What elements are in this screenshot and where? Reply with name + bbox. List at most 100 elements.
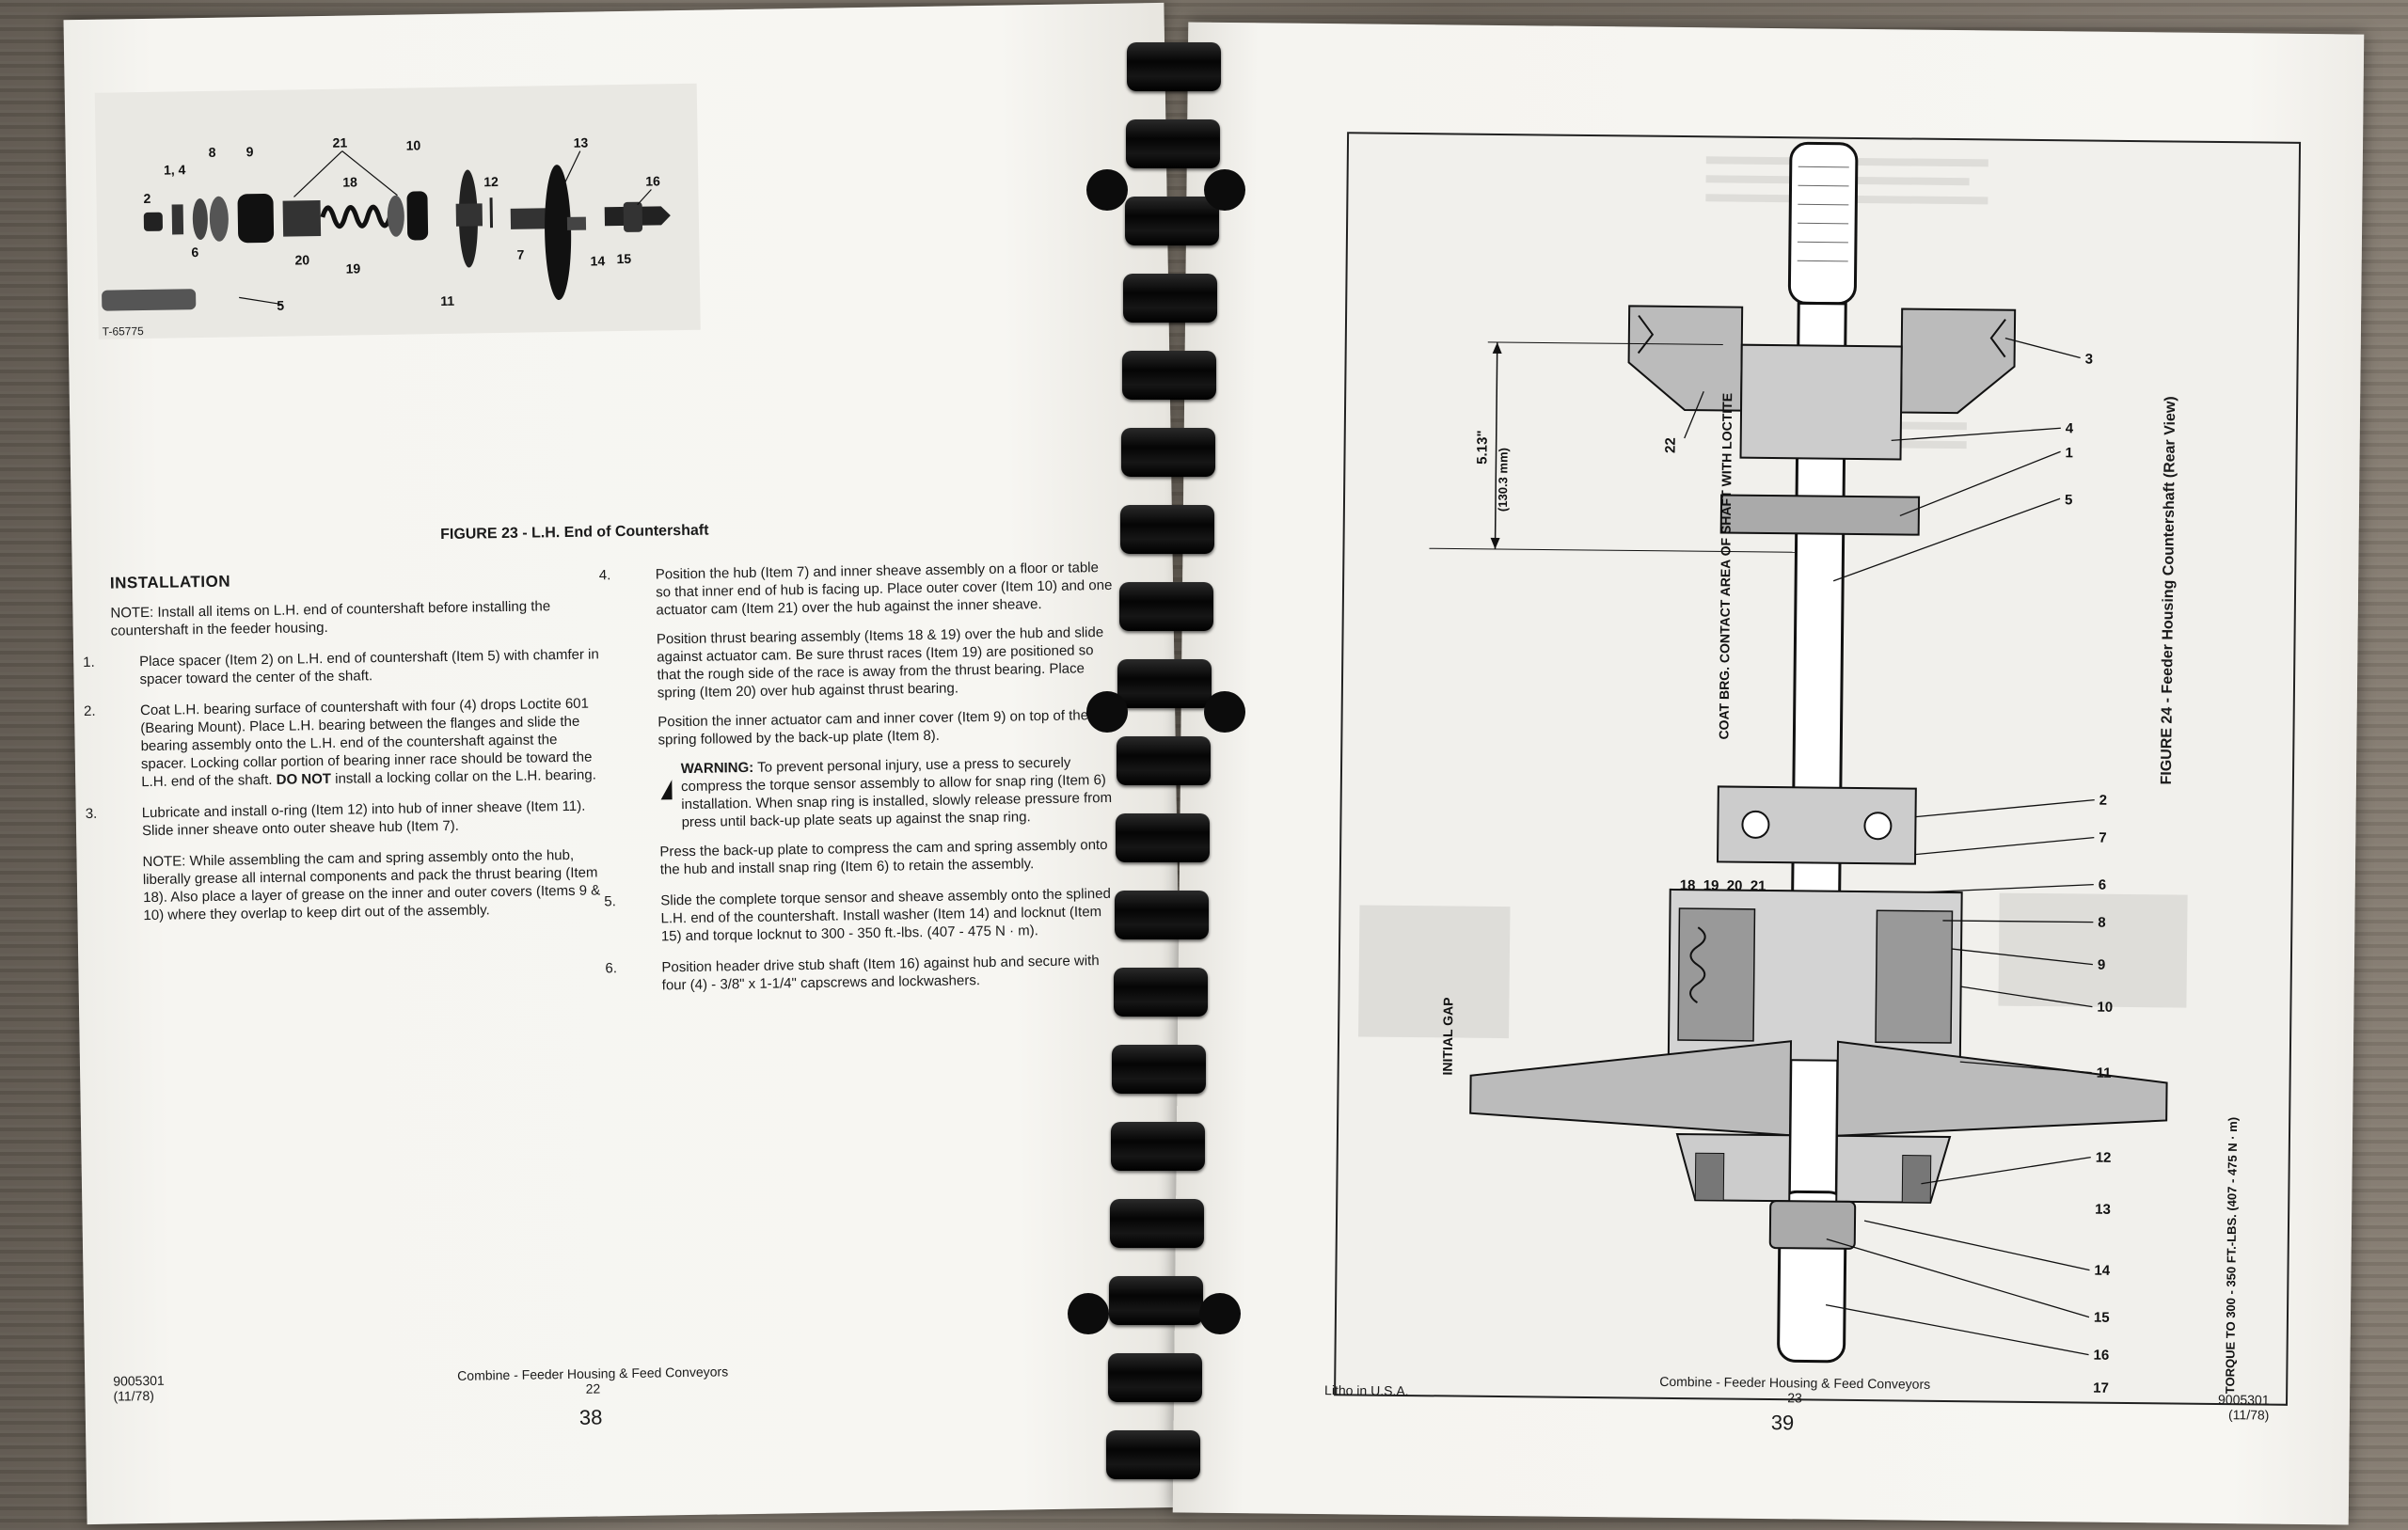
left-footer-title: Combine - Feeder Housing & Feed Conveyor… — [423, 1364, 762, 1399]
step-4-text: Position the hub (Item 7) and inner shea… — [655, 560, 1113, 619]
callout-21: 21 — [332, 135, 347, 150]
callout-12: 12 — [483, 174, 499, 189]
litho-note: Litho in U.S.A. — [1324, 1382, 1409, 1399]
spiral-binding — [1068, 42, 1251, 1528]
step-1: 1.Place spacer (Item 2) on L.H. end of c… — [83, 645, 601, 688]
step-3: 3. Lubricate and install o-ring (Item 12)… — [85, 797, 604, 840]
callout-14: 14 — [2094, 1263, 2111, 1279]
binding-coil — [1124, 197, 1219, 245]
step-4-number: 4. — [598, 567, 611, 584]
inner-cam-paragraph: Position the inner actuator cam and inne… — [657, 707, 1089, 749]
left-page-number: 38 — [578, 1405, 603, 1429]
note-2-text: While assembling the cam and spring asse… — [142, 846, 601, 924]
warning-block: WARNING: To prevent personal injury, use… — [630, 753, 1120, 832]
callout-3: 3 — [2085, 352, 2094, 368]
callout-13: 13 — [573, 135, 588, 150]
callout-2: 2 — [143, 191, 150, 206]
step-5-number: 5. — [604, 893, 616, 910]
callout-15: 15 — [2094, 1310, 2110, 1326]
section-heading: INSTALLATION — [109, 572, 231, 592]
step-6: 6.Position header drive stub shaft (Item… — [605, 952, 1123, 995]
callout-5: 5 — [277, 298, 284, 313]
right-footer-title: Combine - Feeder Housing & Feed Conveyor… — [1625, 1373, 1964, 1407]
binding-coil — [1107, 1353, 1202, 1402]
callout-6: 6 — [2099, 877, 2107, 893]
right-page: 5.13" (130.3 mm) COAT BRG. CONTACT AREA … — [1172, 22, 2365, 1525]
coat-bearing-note: COAT BRG. CONTACT AREA OF SHAFT WITH LOC… — [1716, 393, 1735, 740]
binding-coil — [1113, 968, 1208, 1017]
binding-coil — [1117, 659, 1212, 708]
note-2-label: NOTE: — [142, 853, 186, 871]
figure-23-caption: FIGURE 23 - L.H. End of Countershaft — [440, 522, 709, 544]
step-3-text: Lubricate and install o-ring (Item 12) i… — [141, 797, 586, 840]
right-column: 4. Position the hub (Item 7) and inner sh… — [598, 559, 1123, 995]
step-2-number: 2. — [83, 702, 96, 720]
step-2: 2.Coat L.H. bearing surface of countersh… — [83, 694, 602, 791]
callout-10: 10 — [2097, 1000, 2113, 1016]
callout-20: 20 — [1727, 878, 1743, 894]
callout-19: 19 — [346, 260, 361, 276]
callout-18: 18 — [1680, 877, 1696, 893]
step-6-text: Position header drive stub shaft (Item 1… — [661, 953, 1100, 994]
callout-21: 21 — [1751, 878, 1766, 894]
warning-label: WARNING: — [680, 759, 754, 778]
binding-coil — [1111, 1122, 1206, 1171]
binding-coil — [1121, 428, 1215, 477]
note-text: Install all items on L.H. end of counter… — [110, 598, 551, 639]
left-column: INSTALLATION NOTE: Install all items on … — [83, 566, 605, 924]
callout-15: 15 — [616, 251, 631, 266]
step-2-emphasis: DO NOT — [276, 770, 332, 788]
binding-coil — [1127, 42, 1221, 91]
callout-11: 11 — [440, 293, 454, 308]
note-paragraph: NOTE: Install all items on L.H. end of c… — [110, 596, 600, 639]
binding-coil — [1116, 813, 1210, 862]
binding-coil — [1119, 505, 1214, 554]
callout-1: 1 — [2065, 445, 2073, 461]
torque-note: TORQUE TO 300 - 350 FT.-LBS. (407 - 475 … — [2223, 1117, 2240, 1394]
step-4: 4. Position the hub (Item 7) and inner sh… — [598, 559, 1117, 620]
punch-hole — [1199, 1293, 1241, 1334]
thrust-bearing-paragraph: Position thrust bearing assembly (Items … — [656, 624, 1104, 702]
punch-hole — [1068, 1293, 1109, 1334]
callout-11: 11 — [2097, 1065, 2112, 1081]
punch-hole — [1204, 691, 1245, 733]
callout-19: 19 — [1703, 877, 1719, 893]
callout-10: 10 — [406, 137, 421, 152]
binding-coil — [1122, 351, 1217, 400]
callout-9: 9 — [2098, 957, 2106, 973]
callout-16: 16 — [645, 173, 660, 188]
warning-text-block: WARNING: To prevent personal injury, use… — [681, 753, 1120, 831]
step-5-text: Slide the complete torque sensor and she… — [660, 885, 1112, 945]
right-footer-code: 9005301 (11/78) — [2218, 1392, 2270, 1423]
callout-13: 13 — [2095, 1202, 2111, 1218]
binding-coil — [1118, 582, 1213, 631]
callout-5: 5 — [2065, 492, 2073, 508]
binding-coil — [1125, 119, 1220, 168]
figure-23-photo: 1, 4 2 6 8 9 21 10 18 19 20 12 7 11 13 1… — [94, 83, 701, 339]
callout-7: 7 — [516, 247, 524, 262]
left-page: 1, 4 2 6 8 9 21 10 18 19 20 12 7 11 13 1… — [63, 2, 1188, 1525]
callout-8: 8 — [2098, 915, 2106, 931]
callout-14: 14 — [590, 253, 605, 268]
binding-coil — [1110, 1199, 1204, 1248]
step-3-number: 3. — [85, 805, 98, 823]
callout-8: 8 — [209, 145, 216, 160]
binding-coil — [1108, 1276, 1203, 1325]
initial-gap-label: INITIAL GAP — [1440, 997, 1456, 1075]
callout-6: 6 — [191, 244, 198, 260]
binding-coil — [1106, 1430, 1201, 1479]
callout-20: 20 — [294, 252, 309, 267]
punch-hole — [1086, 169, 1128, 211]
figure-24-frame: 5.13" (130.3 mm) COAT BRG. CONTACT AREA … — [1334, 132, 2302, 1406]
document-code: 9005301 — [113, 1372, 165, 1389]
callout-4: 4 — [2066, 420, 2074, 436]
step-5: 5. Slide the complete torque sensor and s… — [604, 885, 1122, 946]
punch-hole — [1204, 169, 1245, 211]
document-code: 9005301 — [2217, 1392, 2270, 1408]
step-2-text-end: install a locking collar on the L.H. bea… — [335, 766, 596, 787]
figure-ref-number: T-65775 — [103, 324, 145, 339]
callout-12: 12 — [2096, 1150, 2112, 1166]
punch-hole — [1086, 691, 1128, 733]
warning-triangle-icon — [660, 762, 673, 800]
callout-16: 16 — [2093, 1348, 2109, 1364]
